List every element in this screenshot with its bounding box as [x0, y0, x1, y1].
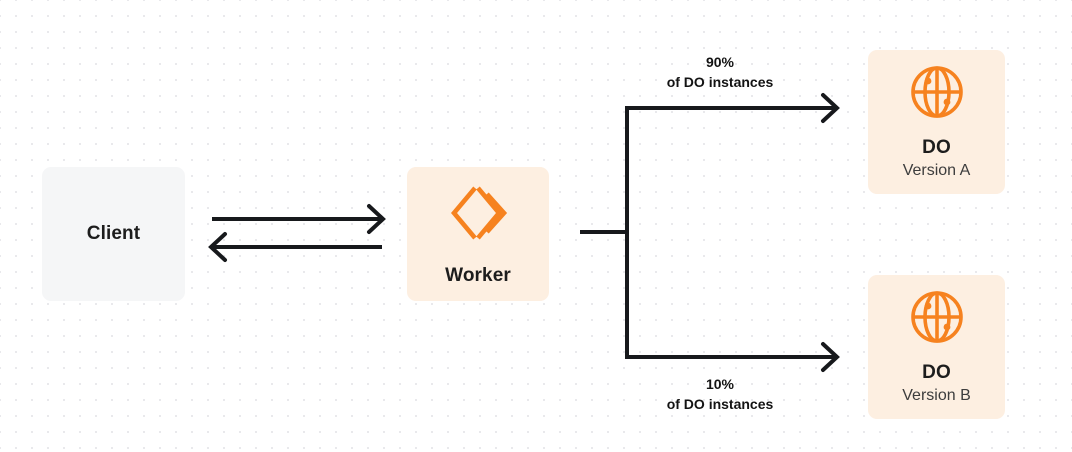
edge-label-do-a: 90% of DO instances [620, 52, 820, 93]
edge-label-do-b: 10% of DO instances [620, 374, 820, 415]
arrow-worker-to-client [208, 232, 382, 262]
node-client[interactable]: Client [42, 167, 185, 301]
node-do-version-b[interactable]: DO Version B [868, 275, 1005, 419]
durable-object-globe-icon [907, 287, 967, 347]
node-client-label: Client [86, 223, 141, 245]
node-worker[interactable]: Worker [407, 167, 549, 301]
cloudflare-workers-icon [445, 180, 511, 246]
node-do-version-a[interactable]: DO Version A [868, 50, 1005, 194]
node-do-b-version: Version B [902, 387, 971, 405]
edge-label-do-b-caption: of DO instances [666, 396, 774, 413]
node-worker-label: Worker [445, 265, 511, 287]
arrow-client-to-worker [212, 204, 386, 234]
node-do-a-version: Version A [902, 162, 971, 180]
node-do-a-label: DO [922, 136, 951, 158]
node-do-b-label: DO [922, 361, 951, 383]
branch-connector [580, 106, 629, 359]
arrow-worker-to-do-b [625, 342, 840, 372]
edge-label-do-a-caption: of DO instances [666, 74, 774, 91]
edge-label-do-a-percent: 90% [705, 54, 735, 70]
durable-object-globe-icon [907, 62, 967, 122]
edge-label-do-b-percent: 10% [705, 376, 735, 392]
arrow-worker-to-do-a [625, 93, 840, 123]
